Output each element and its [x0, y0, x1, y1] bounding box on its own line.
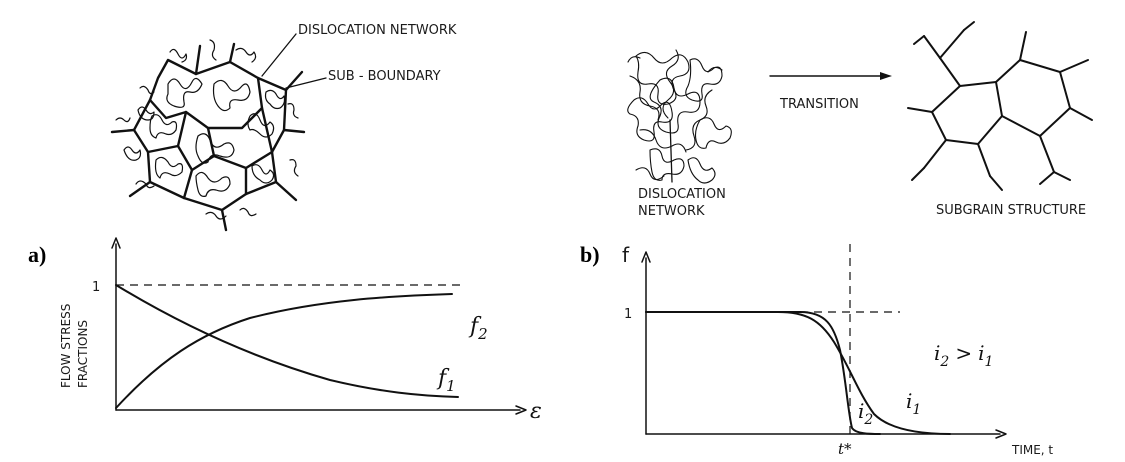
relation-gt: >	[955, 341, 972, 365]
curve-f1-sub: 1	[446, 377, 456, 395]
label-transition: TRANSITION	[779, 97, 859, 112]
panel-a-sketch: DISLOCATION NETWORK SUB - BOUNDARY	[110, 23, 457, 232]
relation-i1-sub: 1	[985, 354, 994, 370]
curve-f2	[115, 293, 453, 409]
panel-a-letter: a)	[28, 242, 46, 267]
curve-i1-base: i	[906, 389, 912, 413]
relation-i2-sub: 2	[939, 354, 949, 370]
subgrain-structure-sketch	[907, 21, 1093, 191]
relation-i1-base: i	[978, 341, 984, 365]
curve-f2-label: f2	[468, 314, 488, 343]
curve-i2-base: i	[858, 399, 864, 423]
plot-a-ylabel-line2: FRACTIONS	[76, 320, 90, 388]
tangled-dislocation-sketch	[627, 49, 732, 184]
curve-i1-label: i1	[906, 389, 921, 418]
label-dislocation-network: DISLOCATION NETWORK	[298, 23, 457, 38]
plot-b-relation: i2>i1	[934, 341, 993, 370]
transition-arrow	[769, 72, 892, 80]
curve-f2-sub: 2	[477, 325, 488, 343]
plot-b-axes	[645, 257, 1001, 435]
plot-b-y-symbol: f	[622, 243, 630, 267]
plot-a-ylabel: FLOW STRESS FRACTIONS	[59, 304, 90, 388]
plot-a-x-symbol: ε	[530, 399, 542, 424]
curve-i1-sub: 1	[912, 402, 921, 418]
plot-a-axes	[115, 243, 521, 411]
plot-a-x-arrow	[515, 405, 527, 415]
plot-a-ylabel-line1: FLOW STRESS	[59, 304, 73, 388]
plot-b-x-tick: t*	[838, 440, 852, 458]
label-network-b-line1: DISLOCATION	[638, 187, 726, 202]
subgrain-cell-sketch	[110, 39, 306, 232]
relation-i2-base: i	[934, 341, 940, 365]
label-subgrain-structure: SUBGRAIN STRUCTURE	[936, 203, 1086, 218]
leader-dislocation-network	[261, 33, 297, 77]
panel-b-letter: b)	[580, 242, 600, 267]
curve-f1	[115, 284, 459, 398]
label-sub-boundary: SUB - BOUNDARY	[328, 69, 441, 84]
curve-i2-label: i2	[858, 399, 873, 428]
panel-b-sketch: DISLOCATION NETWORK TRANSITION SU	[627, 21, 1093, 219]
plot-a: 1 FLOW STRESS FRACTIONS ε f2 f1	[59, 237, 542, 424]
curve-i1	[645, 311, 951, 435]
plot-b-y-arrow	[641, 251, 651, 263]
plot-a-y-tick: 1	[92, 280, 100, 295]
plot-b-xlabel: TIME, t	[1011, 443, 1053, 457]
leader-sub-boundary	[285, 77, 327, 89]
leader-network-b	[669, 119, 673, 183]
curve-i2-sub: 2	[863, 412, 873, 428]
plot-b: f 1 t* TIME, t i1 i2 i2>i1	[622, 243, 1053, 458]
plot-b-y-tick: 1	[624, 307, 632, 322]
curve-i2	[645, 311, 881, 435]
label-network-b-line2: NETWORK	[638, 204, 705, 219]
plot-a-y-arrow	[111, 237, 121, 249]
plot-b-x-arrow	[995, 429, 1007, 439]
curve-f1-label: f1	[436, 366, 456, 395]
